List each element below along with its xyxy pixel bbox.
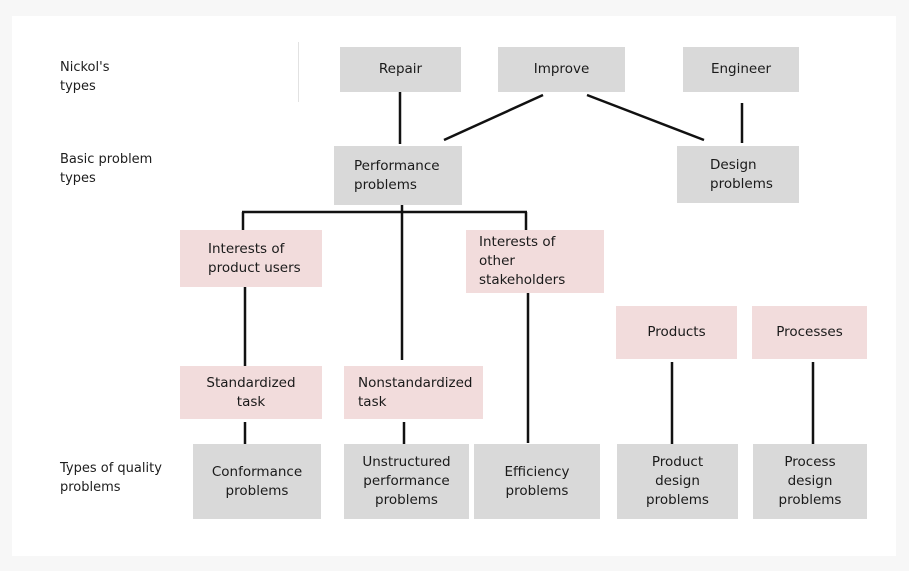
node-engineer: Engineer	[683, 47, 799, 92]
row-label-types-of-quality-problems: Types of quality problems	[60, 461, 162, 495]
label-divider	[298, 42, 299, 102]
node-nonstandardized-task: Nonstandardized task	[344, 366, 483, 419]
node-performance-problems: Performance problems	[334, 146, 462, 205]
node-unstructured-performance-problems: Unstructured performance problems	[344, 444, 469, 519]
node-efficiency-problems: Efficiency problems	[474, 444, 600, 519]
node-interests-of-other-stakeholders: Interests of other stakeholders	[466, 230, 604, 293]
node-standardized-task: Standardized task	[180, 366, 322, 419]
node-processes: Processes	[752, 306, 867, 359]
node-repair: Repair	[340, 47, 461, 92]
node-product-design-problems: Product design problems	[617, 444, 738, 519]
node-improve: Improve	[498, 47, 625, 92]
node-products: Products	[616, 306, 737, 359]
node-interests-of-product-users: Interests of product users	[180, 230, 322, 287]
row-label-basic-problem-types: Basic problem types	[60, 152, 153, 186]
node-conformance-problems: Conformance problems	[193, 444, 321, 519]
node-process-design-problems: Process design problems	[753, 444, 867, 519]
row-label-nickols-types: Nickol's types	[60, 60, 110, 94]
node-design-problems: Design problems	[677, 146, 799, 203]
